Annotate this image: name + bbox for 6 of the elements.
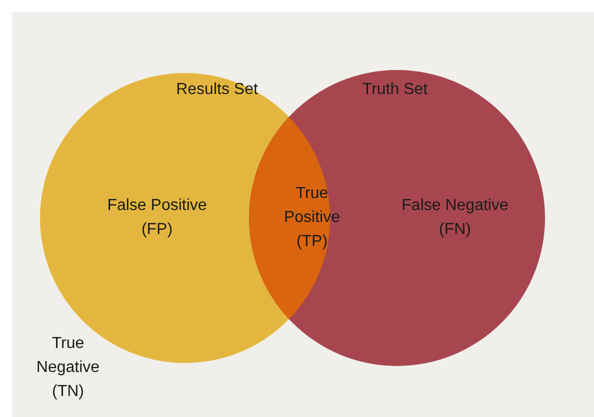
set-title: Results Set	[175, 80, 259, 100]
region-label: True Negative (TN)	[35, 334, 101, 402]
region-label: False Positive (FP)	[106, 196, 208, 240]
region-label: True Positive (TP)	[282, 184, 342, 252]
region-label: False Negative (FN)	[400, 196, 510, 240]
set-title: Truth Set	[361, 80, 429, 100]
